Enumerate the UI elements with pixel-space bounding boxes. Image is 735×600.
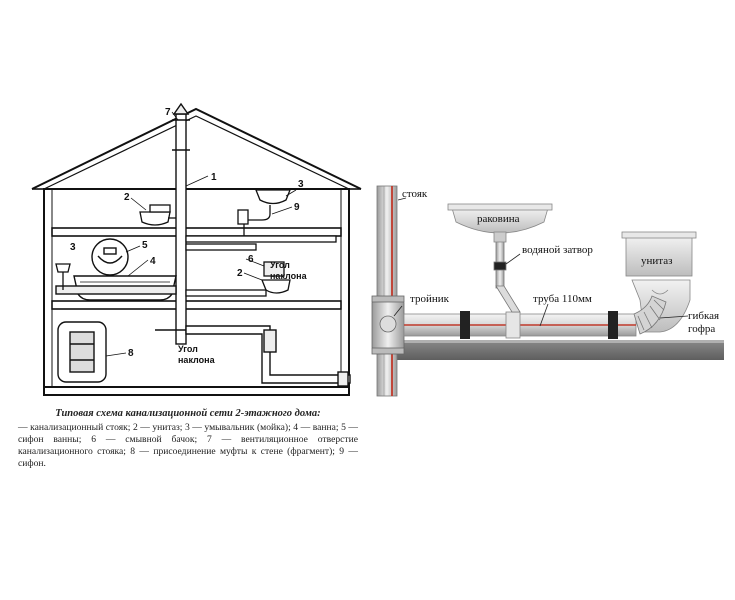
roof [31,107,362,190]
flex-corrugated [633,295,667,335]
horizontal-pipe [403,311,637,339]
callout-numbers: 1 2 3 4 5 6 7 8 9 2 3 [70,107,304,359]
figure-caption: Типовая схема канализационной сети 2-эта… [18,408,358,470]
second-floor-sink [55,263,71,290]
sink [447,203,553,243]
sink-trap [493,239,521,313]
siphon-callout [91,238,129,276]
label-2-floor: 2 [237,268,243,279]
label-sink: раковина [477,213,520,225]
riser-pipe [376,185,398,397]
label-pipe: труба 110мм [533,293,592,305]
second-floor-toilet [185,243,291,297]
label-8: 8 [128,348,134,359]
label-1: 1 [211,172,217,183]
label-5: 5 [142,240,148,251]
coupling-callout [57,321,107,383]
label-tee: тройник [410,293,450,305]
angle-label-1-line2: наклона [270,271,308,281]
attic-floor [51,227,342,237]
label-7: 7 [165,107,171,118]
label-3-attic: 3 [298,179,304,190]
label-toilet: унитаз [641,255,672,267]
roof-inner [43,115,350,190]
angle-label-1-line1: Угол [270,260,290,270]
caption-body: — канализационный стояк; 2 — унитаз; 3 —… [18,422,358,469]
caption-title: Типовая схема канализационной сети 2-эта… [55,408,321,419]
ground-drain [155,325,351,387]
attic-toilet [139,204,176,226]
label-2-attic: 2 [124,192,130,203]
riser-stack [172,102,190,345]
label-9: 9 [294,202,300,213]
angle-label-2-line1: Угол [178,344,198,354]
right-leaders [393,197,689,327]
leader-lines [105,111,297,357]
label-3-floor: 3 [70,242,76,253]
second-floor [51,300,342,310]
label-flex-line1: гибкая [688,310,719,322]
tee-fitting [371,295,405,355]
floor-slab [392,340,724,360]
bathtub [55,275,177,301]
label-riser: стояк [402,188,428,200]
label-flex-line2: гофра [688,323,715,335]
label-water-seal: водяной затвор [522,244,593,256]
attic-sink [185,189,337,243]
angle-label-2-line2: наклона [178,355,216,365]
label-6: 6 [248,254,254,265]
label-4: 4 [150,256,156,267]
house-scheme [31,107,362,396]
